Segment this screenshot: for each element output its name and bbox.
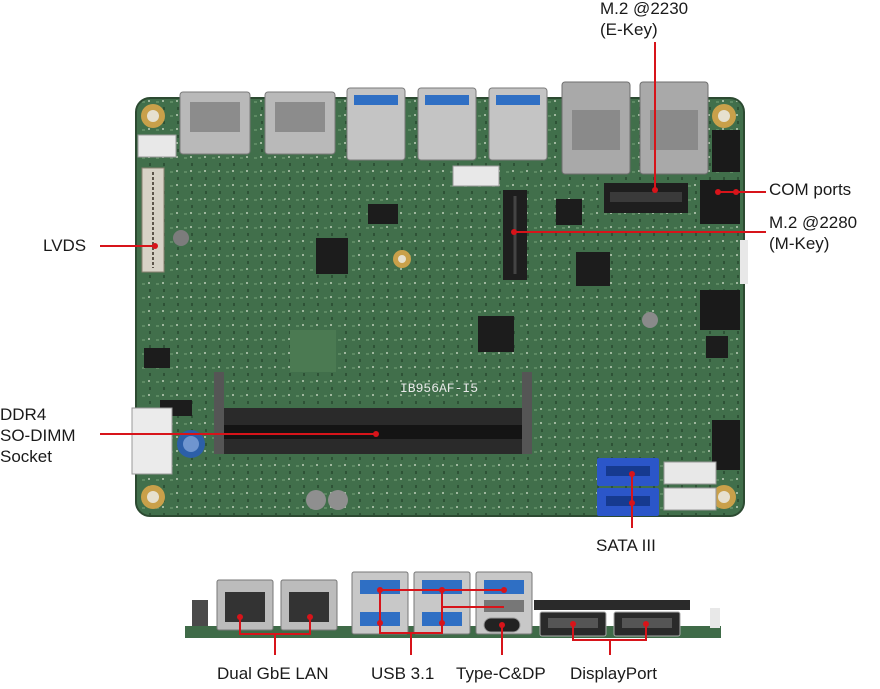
type-c-label: Type-C&DP <box>456 664 546 683</box>
board-marking: IB956AF-I5 <box>400 381 478 396</box>
sata-label: SATA III <box>596 536 656 555</box>
ddr4-label-line2: SO-DIMM <box>0 426 76 445</box>
usb-connector <box>346 87 406 161</box>
callout-dots <box>152 187 739 506</box>
m2-m-key-label-line1: M.2 @2280 <box>769 213 858 232</box>
ddr4-label: DDR4 SO-DIMM Socket <box>0 404 76 467</box>
usb31-label: USB 3.1 <box>371 664 435 683</box>
callout-lines <box>100 42 766 528</box>
m2-m-key-label: M.2 @2280 (M-Key) <box>769 212 857 254</box>
dual-lan-label: Dual GbE LAN <box>217 664 329 683</box>
bottom-callout-dots <box>237 587 649 628</box>
main-board <box>131 81 748 517</box>
usb-connector <box>488 87 548 161</box>
mounting-hole <box>141 104 165 128</box>
ddr4-label-line3: Socket <box>0 447 52 466</box>
m2-e-key-label: M.2 @2230 (E-Key) <box>600 0 688 40</box>
m2-m-key-label-line2: (M-Key) <box>769 234 830 253</box>
mounting-hole <box>712 485 736 509</box>
mounting-hole <box>712 104 736 128</box>
m2-e-key-label-line2: (E-Key) <box>600 20 658 39</box>
com-port-header <box>700 180 740 224</box>
displayport-label: DisplayPort <box>570 664 657 683</box>
ddr4-label-line1: DDR4 <box>0 405 47 424</box>
lvds-label: LVDS <box>43 236 87 255</box>
usb-connector <box>417 87 477 161</box>
m2-e-key-label-line1: M.2 @2230 <box>600 0 689 18</box>
rear-io-view <box>185 571 721 638</box>
com-ports-label: COM ports <box>769 180 852 199</box>
mounting-hole <box>393 250 411 268</box>
mounting-hole <box>141 485 165 509</box>
